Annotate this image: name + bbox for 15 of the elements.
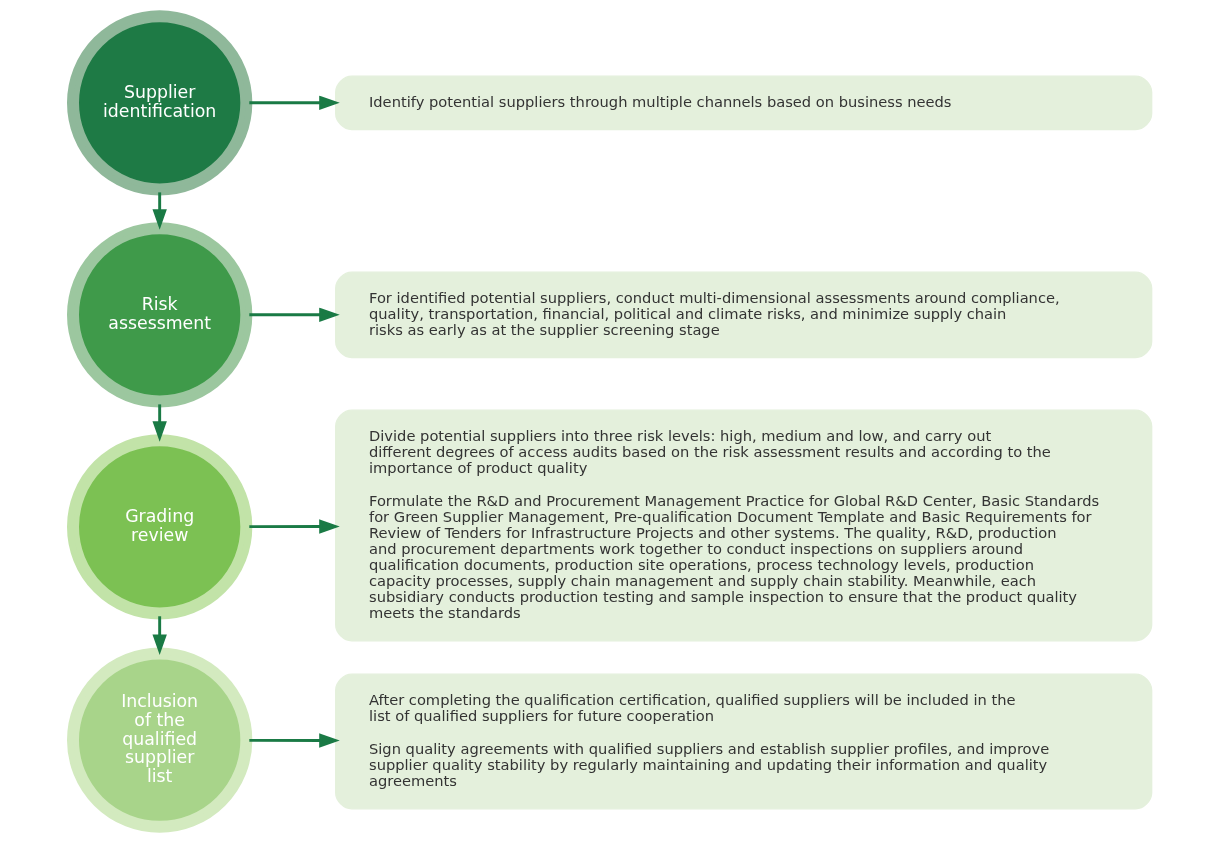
node-circle: Supplier identification <box>66 10 252 196</box>
node-box: After completing the qualification certification, qualified suppliers will be included in the list of qualified suppliers for future cooperation Sign quality agreements with qualified suppliers and establish supplier profiles, and improve supplier quality stability by regularly maintaining and updating their information and quality agreements <box>334 673 1152 810</box>
arrow <box>248 307 340 323</box>
node-box: For identified potential suppliers, conduct multi-dimensional assessments around compliance, quality, transportation, financial, political and climate risks, and minimize supply chain risks as early as at the supplier screening stage <box>334 271 1152 359</box>
node-circle: Risk assessment <box>66 222 252 408</box>
arrow <box>248 95 340 111</box>
node-box: Divide potential suppliers into three risk levels: high, medium and low, and carry out different degrees of access audits based on the risk assessment results and according to the importance of product quality Formulate the R&D and Procurement Management Practice for Global R&D Center, Basic Standards for Green Supplier Management, Pre-qualification Document Template and Basic Requirements for Review of Tenders for Infrastructure Projects and other systems. The quality, R&D, production and procurement departments work together to conduct inspections on suppliers around qualification documents, production site operations, process technology levels, production capacity processes, supply chain management and supply chain stability. Meanwhile, each subsidiary conducts production testing and sample inspection to ensure that the product quality meets the standards <box>334 409 1152 642</box>
node-circle: Grading review <box>66 434 252 620</box>
arrow <box>151 404 167 442</box>
arrow <box>248 733 340 748</box>
arrow <box>151 616 167 655</box>
node-circle: Inclusion of the qualified supplier list <box>66 647 252 833</box>
arrow <box>248 519 340 534</box>
node-box: Identify potential suppliers through multiple channels based on business needs <box>334 75 1152 131</box>
arrow <box>151 192 167 230</box>
